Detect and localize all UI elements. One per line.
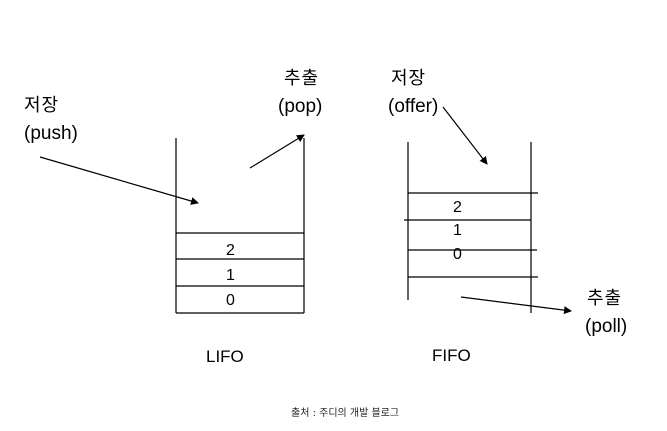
fifo-offer-label-en: (offer) (388, 96, 439, 117)
lifo-stack (175, 138, 305, 314)
lifo-push-label-en: (push) (24, 123, 78, 144)
lifo-pop-label-en: (pop) (278, 96, 323, 117)
lifo-caption: LIFO (206, 347, 244, 366)
lifo-push-label-kr: 저장 (24, 95, 60, 116)
fifo-item-1: 1 (453, 222, 462, 239)
fifo-poll-label-en: (poll) (585, 316, 628, 337)
fifo-offer-arrow (442, 106, 488, 165)
fifo-offer-label-kr: 저장 (391, 68, 427, 89)
lifo-pop-arrow (249, 134, 305, 169)
source-credit: 출처 : 주디의 개발 블로그 (291, 408, 400, 419)
lifo-pop-label-kr: 추출 (284, 68, 320, 89)
fifo-queue (404, 142, 538, 313)
lifo-item-0: 0 (226, 292, 235, 309)
fifo-poll-label-kr: 추출 (587, 288, 623, 309)
lifo-push-arrow (39, 156, 199, 205)
fifo-poll-arrow (460, 296, 572, 315)
fifo-caption: FIFO (432, 346, 471, 365)
lifo-item-2: 2 (226, 242, 235, 259)
fifo-item-0: 0 (453, 246, 462, 263)
lifo-item-1: 1 (226, 267, 235, 284)
fifo-item-2: 2 (453, 199, 462, 216)
